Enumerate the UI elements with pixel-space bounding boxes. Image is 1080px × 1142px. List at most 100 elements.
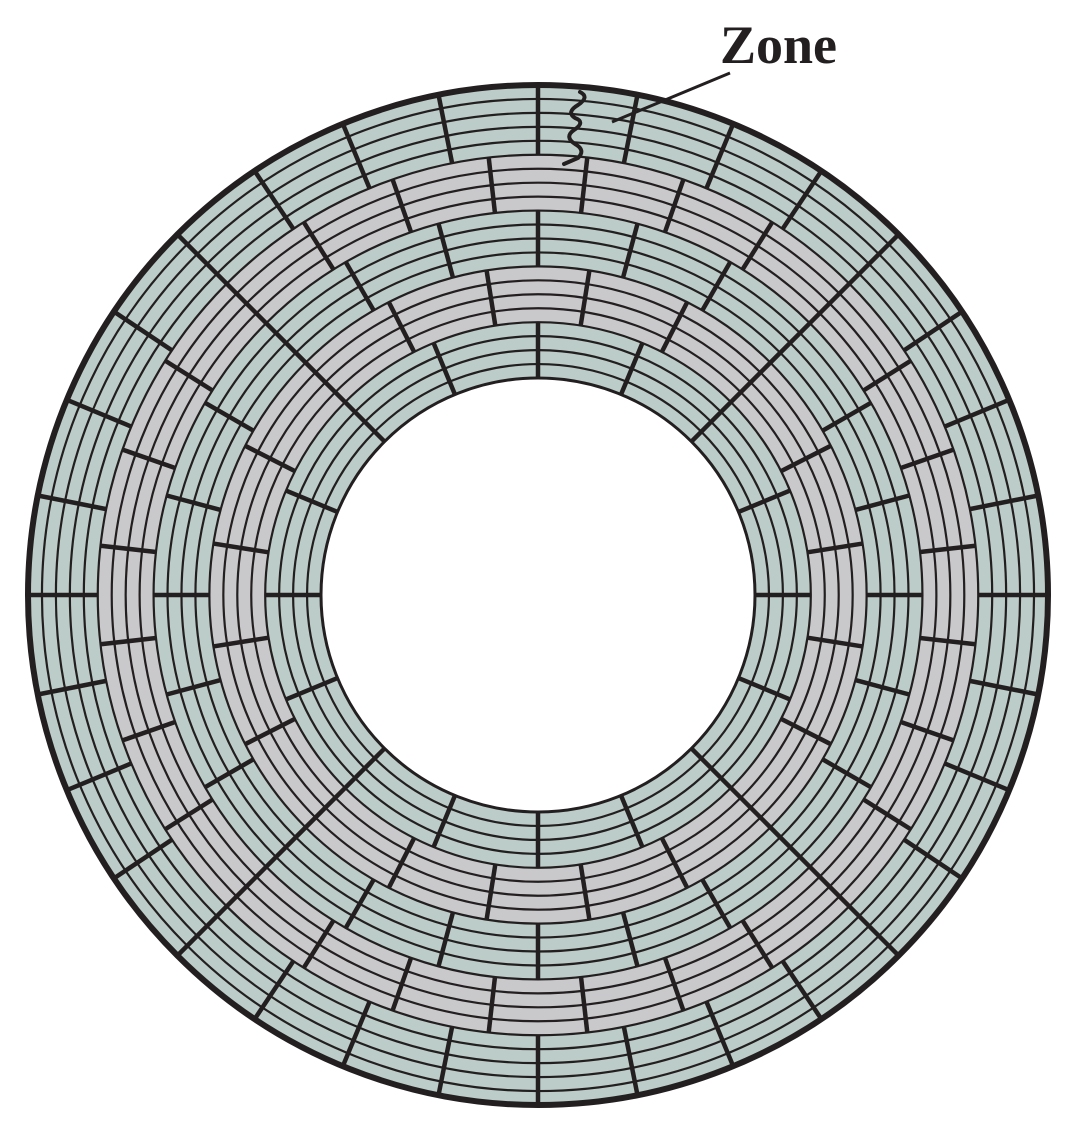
zone-2-sector-boundary — [780, 443, 832, 474]
zone-3-sector-boundary — [166, 677, 222, 697]
zone-1-sector-boundary — [737, 488, 791, 515]
zone-4-sector-boundary — [486, 976, 498, 1033]
zone-5-sector-boundary — [621, 94, 640, 164]
zone-3-sector-boundary — [436, 911, 456, 967]
sector-boundaries — [28, 85, 1048, 1105]
zone-1-sector-boundary — [431, 342, 458, 396]
zone-2-track-boundary — [236, 293, 840, 897]
zone-4-sector-boundary — [100, 635, 157, 647]
zone-4-sector-boundary — [225, 282, 268, 325]
zone-2-sector-boundary — [244, 443, 296, 474]
zone-5-sector-boundary — [943, 397, 1011, 429]
zone-5-sector-boundary — [340, 122, 372, 190]
zone-2-sector-boundary — [213, 541, 269, 555]
zone-4-sector-boundary — [486, 157, 498, 214]
zone-1-sector-boundary — [618, 342, 645, 396]
zone-3-sector-boundary — [166, 493, 222, 513]
zone-4-sector-boundary — [740, 221, 775, 271]
zone-2-sector-boundary — [780, 716, 832, 747]
zone-5-sector-boundary — [969, 678, 1039, 697]
zone-5-sector-boundary — [780, 169, 824, 231]
zone-4-sector-boundary — [578, 976, 590, 1033]
disk-outer-edge — [25, 82, 1051, 1108]
zone-5-sector-boundary — [112, 837, 174, 881]
zone-label: Zone — [720, 15, 837, 75]
zone-3-sector-boundary — [264, 321, 308, 365]
zone-5-sector-boundary — [621, 1026, 640, 1096]
zone-4-track-boundary — [124, 181, 952, 1009]
zone-4-sector-boundary — [301, 221, 336, 271]
zone-4-track-boundary — [138, 195, 938, 995]
zone-3-sector-boundary — [343, 878, 376, 930]
zone-2-sector-boundary — [304, 361, 347, 404]
zone-3-sector-boundary — [436, 223, 456, 279]
zone-1-sector-boundary — [343, 400, 387, 444]
zone-3-sector-boundary — [854, 493, 910, 513]
zone-2-sector-boundary — [729, 786, 772, 829]
zone-4-track-boundary — [110, 167, 966, 1023]
zone-4-sector-boundary — [808, 865, 851, 908]
zone-2-track-boundary — [250, 307, 826, 883]
zone-1-sector-boundary — [343, 746, 387, 790]
zone-4-sector-boundary — [919, 635, 976, 647]
zone-3-sector-boundary — [203, 400, 255, 433]
zone-4-sector-boundary — [121, 447, 176, 471]
zone-3-sector-boundary — [700, 260, 733, 312]
zone-4-sector-boundary — [808, 282, 851, 325]
zone-5-sector-boundary — [37, 678, 107, 697]
zone-4-sector-boundary — [862, 797, 912, 832]
zone-4-sector-boundary — [919, 543, 976, 555]
zone-5-sector-boundary — [436, 94, 455, 164]
zone-5-sector-boundary — [436, 1026, 455, 1096]
zone-5-sector-boundary — [175, 904, 229, 958]
zone-2-sector-boundary — [578, 270, 592, 326]
zone-5-sector-boundary — [902, 837, 964, 881]
zone-5-sector-boundary — [252, 959, 296, 1021]
zone-3-sector-boundary — [821, 400, 873, 433]
zone-5-sector-boundary — [65, 397, 133, 429]
zone-5-sector-boundary — [704, 122, 736, 190]
zone-leader-line — [611, 71, 731, 124]
zone-2-sector-boundary — [213, 635, 269, 649]
zone-5-sector-boundary — [704, 1000, 736, 1068]
zone-4-sector-boundary — [100, 543, 157, 555]
zone-3-sector-boundary — [768, 825, 812, 869]
zone-2-sector-boundary — [729, 361, 772, 404]
zone-3-sector-boundary — [620, 223, 640, 279]
zone-4-sector-boundary — [862, 358, 912, 393]
zone-4-track-boundary — [96, 153, 980, 1037]
zone-1-sector-boundary — [285, 675, 339, 702]
zone-4-sector-boundary — [578, 157, 590, 214]
zone-5-sector-boundary — [780, 959, 824, 1021]
zone-4-sector-boundary — [390, 957, 414, 1012]
zone-4-sector-boundary — [390, 178, 414, 233]
zone-3-sector-boundary — [343, 260, 376, 312]
zone-5-sector-boundary — [112, 309, 174, 353]
zone-1-sector-boundary — [431, 794, 458, 848]
zone-5-sector-boundary — [847, 904, 901, 958]
zone-4-sector-boundary — [164, 358, 214, 393]
zone-2-sector-boundary — [659, 301, 690, 353]
zone-2-track-boundary — [222, 279, 854, 911]
zone-4-sector-boundary — [225, 865, 268, 908]
zone-2-sector-boundary — [659, 837, 690, 889]
zone-2-sector-boundary — [386, 837, 417, 889]
zone-3-sector-boundary — [264, 825, 308, 869]
zone-3-sector-boundary — [700, 878, 733, 930]
zone-3-sector-boundary — [620, 911, 640, 967]
zone-1-sector-boundary — [737, 675, 791, 702]
zone-2-sector-boundary — [807, 541, 863, 555]
zone-5-sector-boundary — [65, 761, 133, 793]
zone-brace — [562, 90, 587, 166]
zone-4-sector-boundary — [121, 719, 176, 743]
zone-4-sector-boundary — [662, 178, 686, 233]
zone-2-sector-boundary — [386, 301, 417, 353]
zone-4-sector-boundary — [164, 797, 214, 832]
zone-3-sector-boundary — [821, 757, 873, 790]
zone-4-sector-boundary — [900, 719, 955, 743]
zone-2-sector-boundary — [484, 270, 498, 326]
zone-1-sector-boundary — [285, 488, 339, 515]
zone-3-sector-boundary — [854, 677, 910, 697]
zone-5-sector-boundary — [252, 169, 296, 231]
